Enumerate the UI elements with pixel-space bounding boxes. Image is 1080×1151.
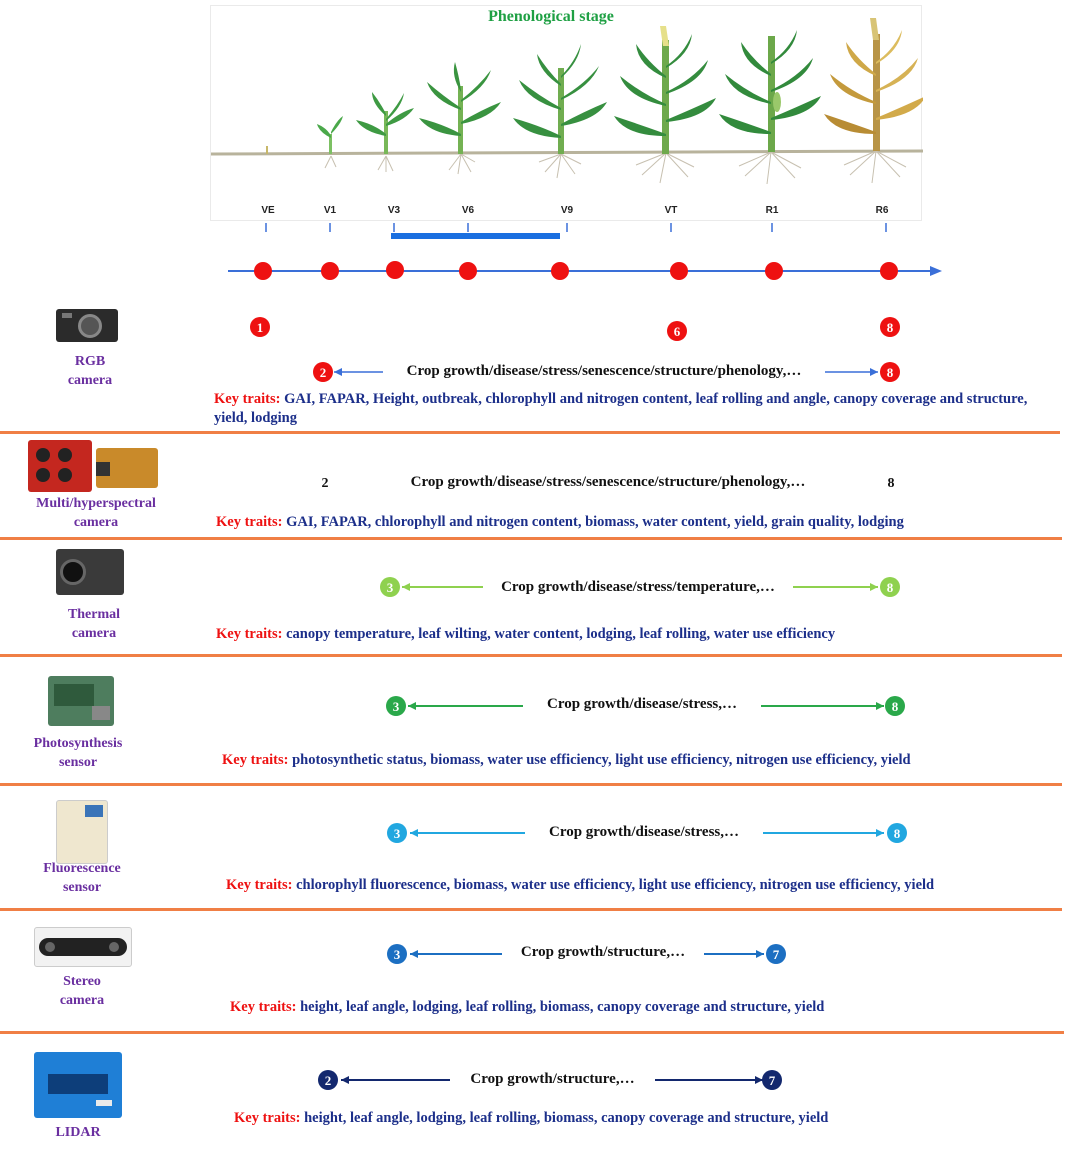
svg-text:3: 3 xyxy=(387,580,394,595)
vegetative-bracket xyxy=(391,233,560,239)
svg-text:7: 7 xyxy=(773,947,780,962)
svg-text:3: 3 xyxy=(394,947,401,962)
divider-1 xyxy=(0,431,1060,434)
divider-4 xyxy=(0,783,1062,786)
phenological-stage-title: Phenological stage xyxy=(488,8,614,25)
svg-text:2: 2 xyxy=(325,1073,332,1088)
stage-label-r6: R6 xyxy=(875,205,889,216)
phenology-timeline xyxy=(228,223,942,280)
svg-text:8: 8 xyxy=(887,365,894,380)
svg-text:8: 8 xyxy=(894,826,901,841)
rgb-key-traits: Key traits: GAI, FAPAR, Height, outbreak… xyxy=(214,391,1028,426)
photosynthesis-key-traits: Key traits: photosynthetic status, bioma… xyxy=(222,752,911,768)
plant-v9 xyxy=(513,44,607,154)
timeline-arrowhead xyxy=(930,266,942,276)
divider-5 xyxy=(0,908,1062,911)
stage-label-vt: VT xyxy=(664,205,678,216)
stage-dot-5 xyxy=(551,262,569,280)
stage-dot-8 xyxy=(880,262,898,280)
stereo-camera-icon xyxy=(34,927,132,967)
stage-label-r1: R1 xyxy=(765,205,779,216)
stage-label-v9: V9 xyxy=(560,205,574,216)
plant-v1 xyxy=(317,116,343,154)
multispectral-end: 8 xyxy=(887,476,895,491)
phenology-illustration xyxy=(210,5,926,221)
thermal-camera-icon xyxy=(56,549,124,595)
rgb-camera-icon xyxy=(56,309,118,342)
plant-v3 xyxy=(356,92,414,154)
stage-label-ve: VE xyxy=(261,205,275,216)
stereo-key-traits: Key traits: height, leaf angle, lodging,… xyxy=(230,999,825,1015)
divider-3 xyxy=(0,654,1062,657)
svg-text:3: 3 xyxy=(393,699,400,714)
svg-text:8: 8 xyxy=(892,699,899,714)
stage-dot-2 xyxy=(321,262,339,280)
stage-ticks xyxy=(265,223,887,232)
stage-dot-6 xyxy=(670,262,688,280)
stage-dot-4 xyxy=(459,262,477,280)
divider-2 xyxy=(0,537,1062,540)
multispectral-start: 2 xyxy=(321,476,329,491)
stage-dots xyxy=(254,261,898,280)
multispectral-key-traits: Key traits: GAI, FAPAR, chlorophyll and … xyxy=(216,514,904,530)
marker-6: 6 xyxy=(667,321,687,341)
stage-dot-1 xyxy=(254,262,272,280)
photosynthesis-sensor-icon xyxy=(48,676,114,726)
lidar-key-traits: Key traits: height, leaf angle, lodging,… xyxy=(234,1110,829,1126)
plant-r6 xyxy=(824,18,926,151)
svg-text:6: 6 xyxy=(674,324,681,339)
stereo-range-text: Crop growth/structure,… xyxy=(502,941,704,963)
stage-label-v3: V3 xyxy=(387,205,401,216)
svg-text:8: 8 xyxy=(887,580,894,595)
stage-dot-3 xyxy=(386,261,404,279)
hyperspectral-camera-icon xyxy=(96,448,158,488)
lidar-label: LIDAR xyxy=(55,1125,101,1140)
fluorescence-sensor-icon xyxy=(56,800,108,864)
photosynthesis-range-text: Crop growth/disease/stress,… xyxy=(523,693,761,715)
thermal-key-traits: Key traits: canopy temperature, leaf wil… xyxy=(216,626,836,642)
plant-v6 xyxy=(419,62,501,154)
fluorescence-key-traits: Key traits: chlorophyll fluorescence, bi… xyxy=(226,877,935,893)
thermal-range-text: Crop growth/disease/stress/temperature,… xyxy=(483,576,793,598)
svg-text:1: 1 xyxy=(257,320,264,335)
marker-1: 1 xyxy=(250,317,270,337)
rgb-range-text: Crop growth/disease/stress/senescence/st… xyxy=(383,360,825,382)
multispectral-range-text: Crop growth/disease/stress/senescence/st… xyxy=(386,471,830,493)
plant-r1 xyxy=(719,30,821,152)
divider-6 xyxy=(0,1031,1064,1034)
marker-8: 8 xyxy=(880,317,900,337)
fluorescence-range-text: Crop growth/disease/stress,… xyxy=(525,821,763,843)
svg-text:2: 2 xyxy=(320,365,327,380)
lidar-range-text: Crop growth/structure,… xyxy=(450,1068,655,1090)
lidar-icon xyxy=(34,1052,122,1118)
svg-text:8: 8 xyxy=(887,320,894,335)
roots xyxy=(324,150,907,185)
multispectral-camera-icon xyxy=(28,440,92,492)
maize-growth-illustration xyxy=(210,18,926,185)
stage-dot-7 xyxy=(765,262,783,280)
svg-text:3: 3 xyxy=(394,826,401,841)
svg-text:7: 7 xyxy=(769,1073,776,1088)
stage-label-v6: V6 xyxy=(461,205,475,216)
plant-vt xyxy=(614,26,716,154)
stage-label-v1: V1 xyxy=(323,205,337,216)
